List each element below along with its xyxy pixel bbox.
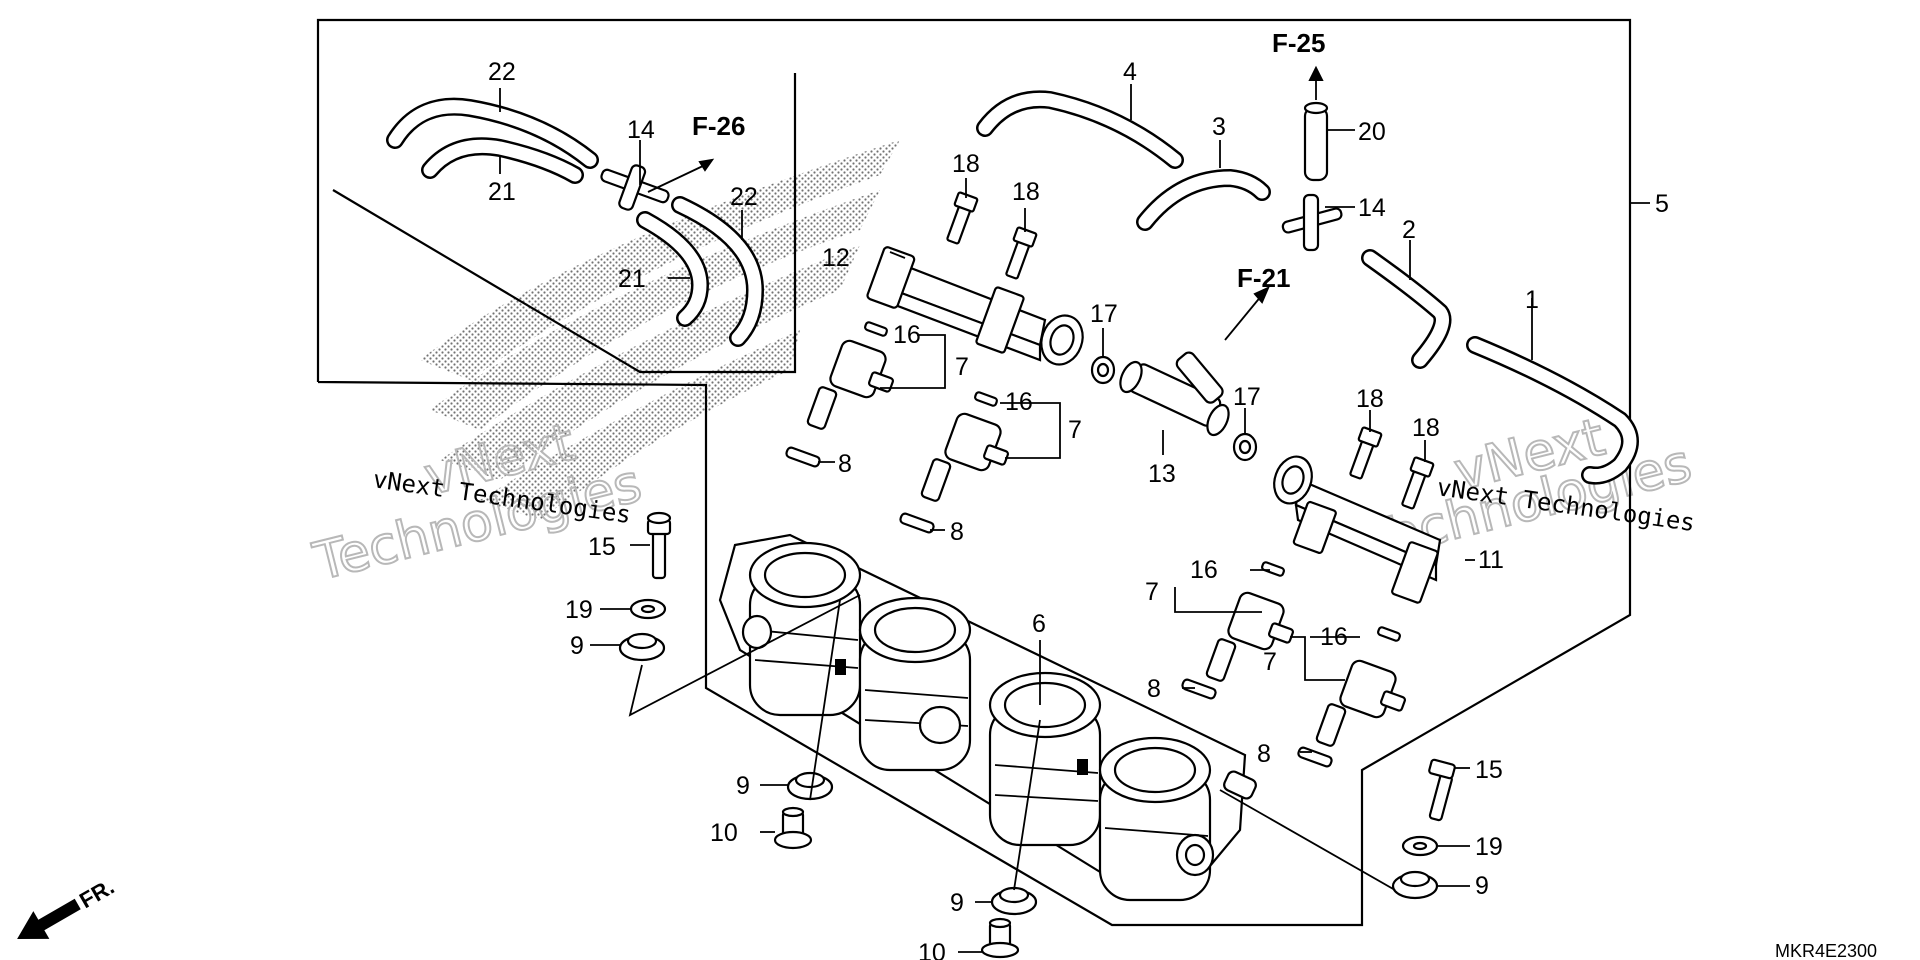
bolt-15-left [646,511,672,580]
hose-21-upper [421,137,584,184]
seal-8-b [899,512,935,534]
callout-2: 2 [1402,216,1416,244]
fuel-rail-12 [866,246,1084,366]
callout-8-d: 8 [1257,740,1271,768]
callout-15-a: 15 [588,533,616,561]
hose-1 [1466,336,1639,485]
callout-21-a: 21 [488,178,516,206]
joint-14-left [600,164,670,211]
seal-16-d [1377,626,1401,642]
callout-7-a: 7 [955,353,969,381]
callout-14-a: 14 [627,116,655,144]
collar-10-a [773,806,813,850]
callouts: 22 21 14 22 21 4 3 20 14 2 1 5 18 18 18 … [488,58,1669,960]
callout-9-d: 9 [1475,872,1489,900]
callout-17-a: 17 [1090,300,1118,328]
hose-22-upper [386,97,599,169]
callout-11: 11 [1478,546,1504,574]
injector-7-a [806,339,894,430]
callout-8-a: 8 [838,450,852,478]
callout-15-b: 15 [1475,756,1503,784]
callout-16-b: 16 [1005,388,1033,416]
callout-4: 4 [1123,58,1137,86]
seal-16-b [974,391,998,407]
o-ring-17-left-hole [1096,362,1110,378]
hose-21-lower [636,211,709,327]
callout-9-c: 9 [950,889,964,917]
bolt-18-a [946,191,979,245]
seal-8-d [1297,746,1333,768]
callout-16-a: 16 [893,321,921,349]
front-direction-arrow: FR. [17,874,118,939]
washer-19-left-hole [640,604,656,614]
callout-20: 20 [1358,118,1386,146]
seal-16-c [1261,561,1285,577]
callout-18-b: 18 [1012,178,1040,206]
callout-10-b: 10 [918,939,946,960]
callout-22-b: 22 [730,183,758,211]
callout-19-a: 19 [565,596,593,624]
reference-f25: F-25 [1272,28,1325,58]
callout-21-b: 21 [618,265,646,293]
grommet-9-a [618,632,666,662]
group-frame [316,18,1632,927]
callout-16-c: 16 [1190,556,1218,584]
leader-lines [499,84,1650,953]
bolt-18-b [1005,226,1038,280]
callout-22-a: 22 [488,58,516,86]
callout-1: 1 [1525,286,1539,314]
bolt-18-c [1349,426,1383,480]
callout-6: 6 [1032,610,1046,638]
seal-8-a [785,446,821,468]
reference-f26: F-26 [692,111,745,141]
callout-8-c: 8 [1147,675,1161,703]
injector-7-c [1205,591,1294,682]
bolt-18-d [1401,456,1435,510]
diagram-code: MKR4E2300 [1775,941,1877,960]
callout-9-a: 9 [570,632,584,660]
front-direction-label: FR. [75,874,118,913]
callout-8-b: 8 [950,518,964,546]
hose-20 [1303,65,1329,182]
callout-7-b: 7 [1068,416,1082,444]
o-ring-17-right-hole [1238,439,1252,455]
joint-13 [1119,286,1270,437]
callout-10-a: 10 [710,819,738,847]
callout-3: 3 [1212,113,1226,141]
callout-12: 12 [822,244,850,272]
hose-3 [1136,169,1271,231]
callout-18-c: 18 [1356,385,1384,413]
callout-18-a: 18 [952,150,980,178]
hose-4 [976,90,1184,169]
callout-5: 5 [1655,190,1669,218]
callout-7-d: 7 [1263,648,1277,676]
seal-8-c [1181,678,1217,700]
grommet-9-c [990,886,1038,916]
reference-f21: F-21 [1237,263,1290,293]
hose-2 [1361,249,1452,369]
callout-13: 13 [1148,460,1176,488]
callout-7-c: 7 [1145,578,1159,606]
bolt-15-right [1428,758,1456,822]
callout-9-b: 9 [736,772,750,800]
washer-19-right-hole [1412,841,1428,851]
callout-18-d: 18 [1412,414,1440,442]
injector-7-b [920,412,1009,502]
hose-22-lower [671,196,764,347]
seal-16-a [864,321,888,337]
callout-16-d: 16 [1320,623,1348,651]
callout-14-b: 14 [1358,194,1386,222]
callout-17-b: 17 [1233,383,1261,411]
callout-19-b: 19 [1475,833,1503,861]
fuel-rail-11 [1273,455,1442,604]
throttle-body-6 [718,533,1257,902]
grommet-9-d [1391,870,1439,900]
joint-14-right [1281,193,1343,252]
grommet-9-b [786,771,834,801]
injector-7-d [1315,659,1406,747]
collar-10-b [980,917,1020,959]
